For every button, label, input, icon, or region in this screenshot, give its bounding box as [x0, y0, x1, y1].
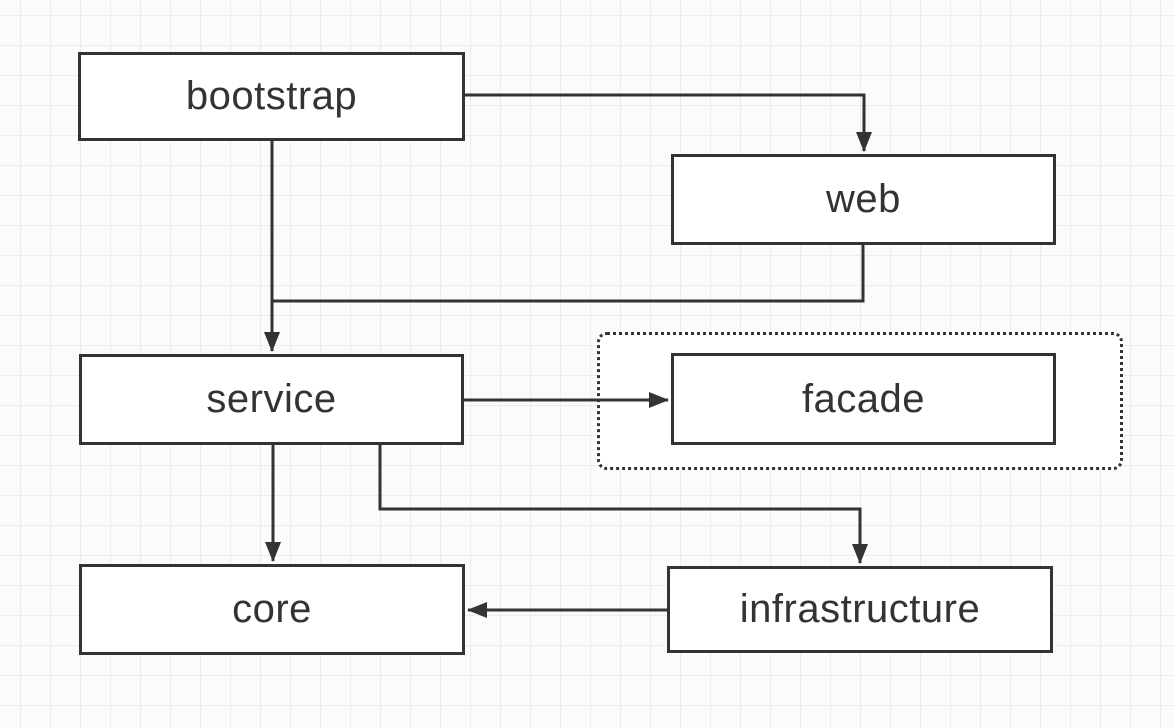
node-label: web [826, 177, 901, 221]
node-core[interactable]: core [79, 564, 465, 655]
node-service[interactable]: service [79, 354, 464, 445]
node-label: service [206, 377, 337, 421]
node-label: infrastructure [739, 587, 981, 631]
edge-bootstrap-to-web[interactable] [465, 93, 872, 152]
edge-service-to-infrastructure[interactable] [378, 445, 868, 564]
node-web[interactable]: web [671, 154, 1056, 245]
node-label: core [232, 587, 312, 631]
node-facade[interactable]: facade [671, 353, 1056, 445]
node-bootstrap[interactable]: bootstrap [78, 52, 465, 141]
node-infrastructure[interactable]: infrastructure [667, 566, 1053, 653]
node-label: facade [801, 376, 926, 421]
node-label: bootstrap [185, 74, 358, 118]
edge-web-to-service[interactable] [272, 245, 865, 303]
